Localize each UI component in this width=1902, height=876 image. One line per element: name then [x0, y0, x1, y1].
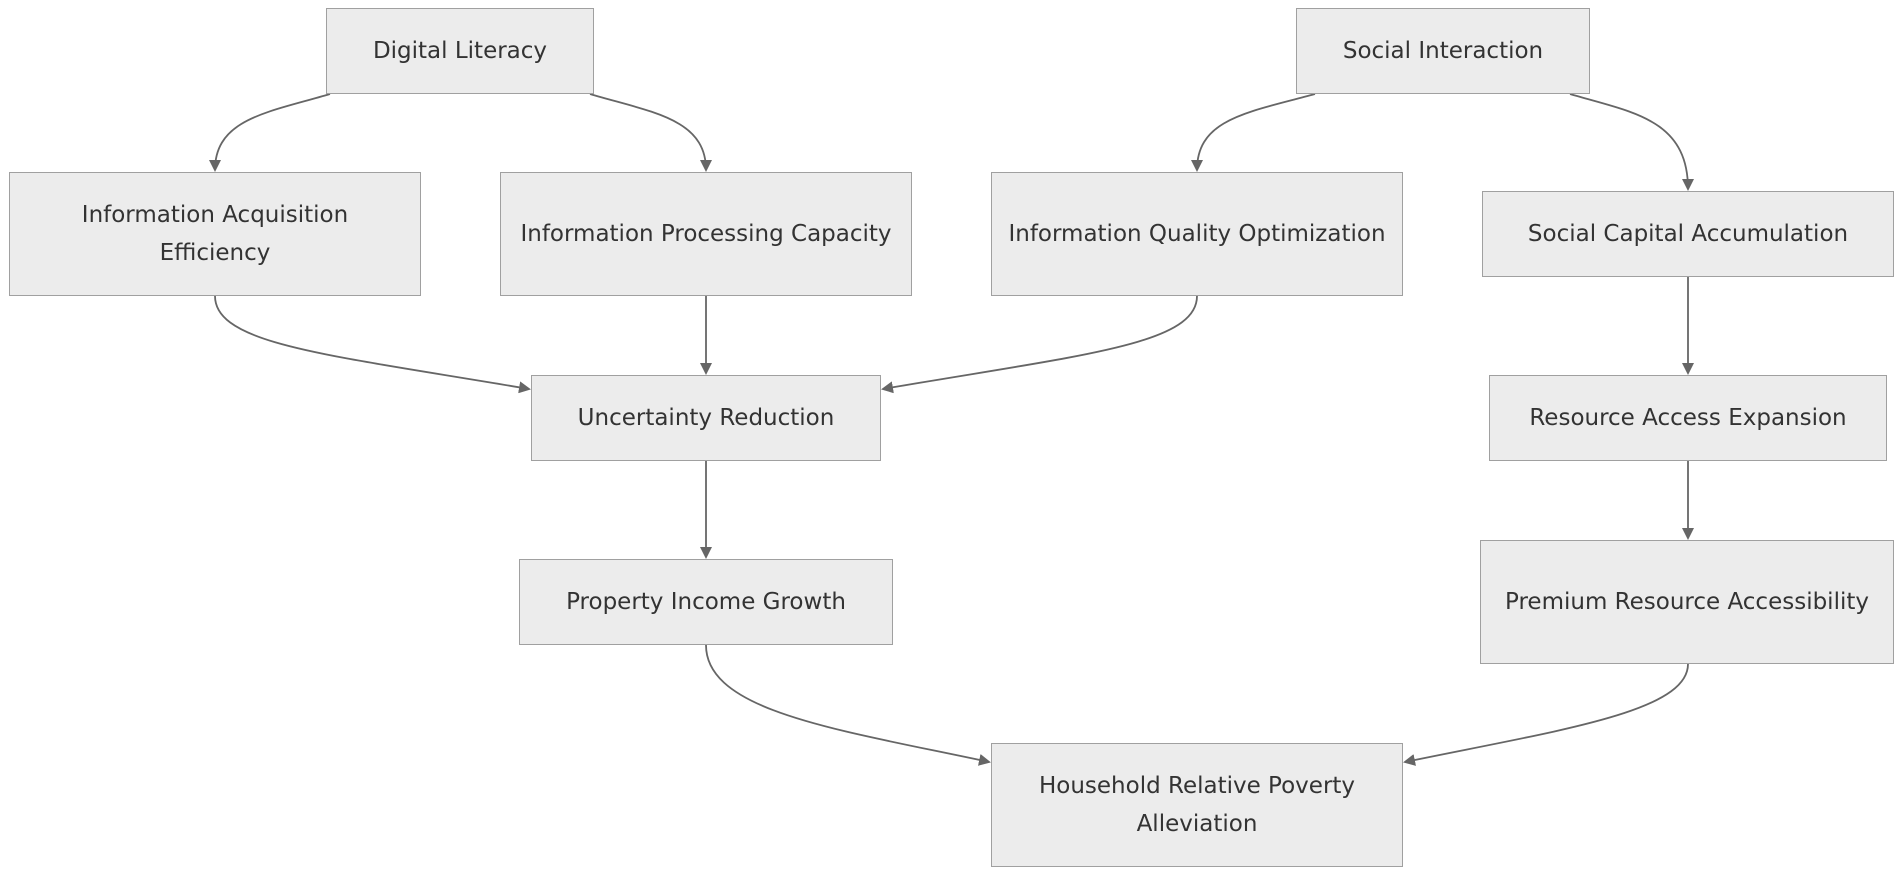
node-label: Property Income Growth: [566, 589, 846, 615]
node-information-quality-optimization: Information Quality Optimization: [991, 172, 1403, 296]
node-label: Premium Resource Accessibility: [1505, 589, 1869, 615]
node-label: Resource Access Expansion: [1529, 405, 1847, 431]
edge-digital-literacy-to-info-acquisition: [209, 93, 331, 172]
edge-info-acquisition-to-uncertainty-reduction: [214, 295, 531, 394]
node-label: Information Processing Capacity: [520, 221, 892, 247]
node-property-income-growth: Property Income Growth: [519, 559, 893, 645]
edge-social-interaction-to-social-capital: [1569, 93, 1694, 191]
edge-property-income-to-poverty-alleviation: [705, 644, 991, 766]
node-label: Social Capital Accumulation: [1527, 221, 1849, 247]
node-information-processing-capacity: Information Processing Capacity: [500, 172, 912, 296]
node-label: Household Relative Poverty Alleviation: [1038, 773, 1356, 837]
node-household-relative-poverty-alleviation: Household Relative Poverty Alleviation: [991, 743, 1403, 867]
edge-digital-literacy-to-info-processing: [589, 93, 712, 172]
node-premium-resource-accessibility: Premium Resource Accessibility: [1480, 540, 1894, 664]
node-information-acquisition-efficiency: Information Acquisition Efficiency: [9, 172, 421, 296]
node-uncertainty-reduction: Uncertainty Reduction: [531, 375, 881, 461]
node-label: Information Quality Optimization: [1008, 221, 1386, 247]
edge-premium-resource-to-poverty-alleviation: [1403, 663, 1689, 766]
edge-info-quality-to-uncertainty-reduction: [881, 295, 1198, 394]
node-label: Information Acquisition Efficiency: [81, 202, 349, 266]
node-digital-literacy: Digital Literacy: [326, 8, 594, 94]
node-social-interaction: Social Interaction: [1296, 8, 1590, 94]
node-resource-access-expansion: Resource Access Expansion: [1489, 375, 1887, 461]
node-label: Uncertainty Reduction: [577, 405, 835, 431]
node-label: Social Interaction: [1342, 38, 1544, 64]
node-social-capital-accumulation: Social Capital Accumulation: [1482, 191, 1894, 277]
edge-social-interaction-to-info-quality: [1191, 93, 1316, 172]
node-label: Digital Literacy: [372, 38, 548, 64]
